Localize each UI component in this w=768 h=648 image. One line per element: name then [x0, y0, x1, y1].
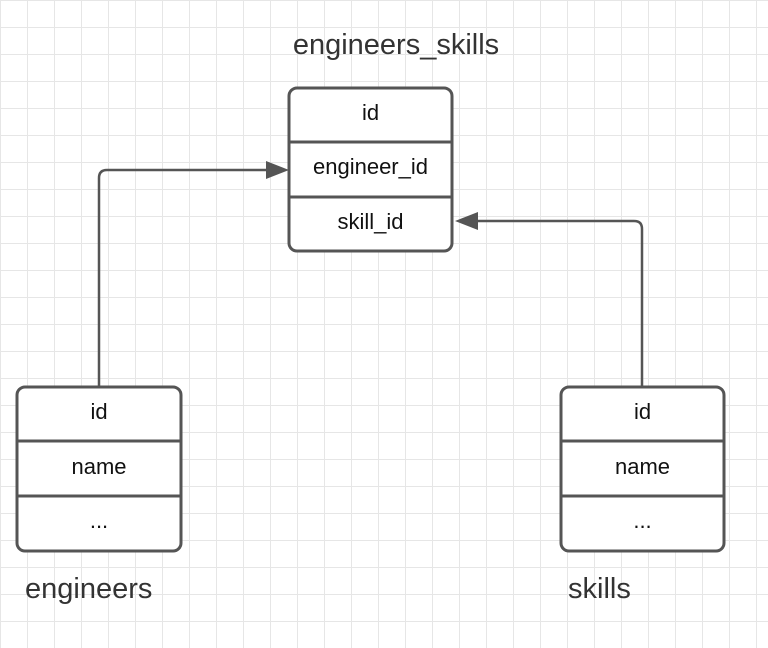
field-more: ...: [633, 508, 651, 533]
connector-engineers-to-engineer-id[interactable]: [97, 168, 270, 386]
relationships: [97, 161, 644, 386]
field-name: name: [71, 454, 126, 479]
table-box: [287, 86, 454, 253]
field-skill-id: skill_id: [337, 209, 403, 234]
table-engineers[interactable]: id name ... engineers: [15, 385, 183, 605]
arrowhead-skill-id: [455, 212, 478, 230]
field-id: id: [90, 399, 107, 424]
table-engineers-skills[interactable]: engineers_skills id engineer_id skill_id: [287, 29, 499, 253]
arrowhead-engineer-id: [266, 161, 289, 179]
table-box: [559, 385, 726, 553]
table-title: engineers: [25, 573, 152, 605]
table-box: [15, 385, 183, 553]
table-title: engineers_skills: [293, 29, 499, 61]
connector-skills-to-skill-id[interactable]: [474, 219, 644, 386]
table-title: skills: [568, 573, 631, 605]
field-id: id: [362, 100, 379, 125]
field-name: name: [615, 454, 670, 479]
field-id: id: [634, 399, 651, 424]
field-engineer-id: engineer_id: [313, 154, 428, 179]
field-more: ...: [90, 508, 108, 533]
table-skills[interactable]: id name ... skills: [559, 385, 726, 605]
